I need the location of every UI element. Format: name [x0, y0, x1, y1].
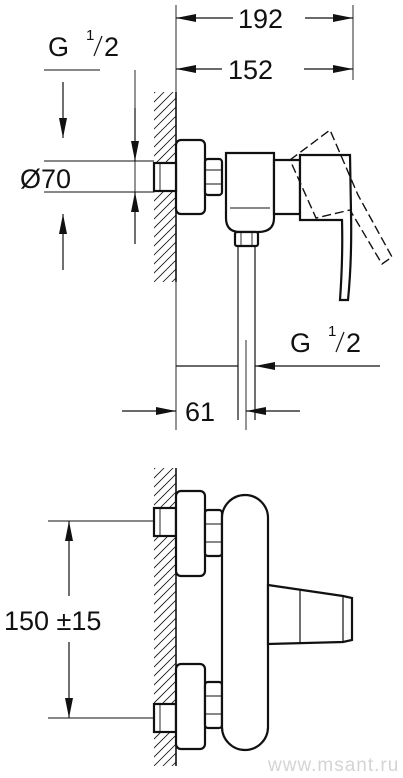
- nut-upper: [203, 508, 224, 558]
- hatch-line: [154, 635, 176, 659]
- rosette-upper: [174, 489, 207, 578]
- hatch-line: [154, 92, 174, 112]
- hatch-line: [154, 223, 176, 247]
- dim-wall-to-outlet: 61: [185, 397, 215, 427]
- hatch-line: [154, 97, 176, 121]
- svg-text:2: 2: [346, 328, 361, 358]
- hatch-line: [154, 662, 176, 686]
- eccentric-inlet-top-view: [152, 161, 178, 193]
- dim-center-distance: 150 ±15: [4, 606, 101, 636]
- hatch-line: [154, 115, 176, 139]
- hatch-line: [154, 554, 176, 578]
- hatch-line: [154, 581, 176, 605]
- hatch-line: [150, 296, 176, 322]
- mixer-body-front: [220, 493, 270, 752]
- dim-connection-outlet: G 1 2: [290, 323, 361, 358]
- hatch-line: [154, 572, 176, 596]
- hatch-line: [154, 545, 176, 569]
- svg-text:1: 1: [86, 27, 94, 44]
- lever-top-view: [298, 153, 353, 302]
- mixer-body-top-view: [224, 151, 276, 234]
- eccentric-inlet-upper: [152, 506, 178, 538]
- hatch-line: [154, 563, 176, 587]
- hatch-line: [154, 536, 176, 560]
- dim-body-depth: 152: [228, 55, 273, 85]
- hatch-line: [154, 653, 176, 677]
- hatch-line: [154, 106, 176, 130]
- cartridge-top-view: [272, 158, 302, 216]
- svg-text:2: 2: [104, 32, 119, 62]
- hatch-line: [154, 205, 176, 229]
- hatch-line: [154, 241, 176, 265]
- hatch-line: [154, 680, 176, 704]
- hatch-line: [154, 250, 176, 274]
- hatch-line: [154, 671, 176, 695]
- svg-text:G: G: [48, 32, 69, 62]
- hatch-line: [154, 468, 165, 479]
- hatch-line: [154, 468, 156, 470]
- hatch-line: [154, 468, 174, 488]
- nut-lower: [203, 680, 224, 730]
- hatch-line: [154, 196, 176, 220]
- dim-connection-top: G 1 2: [48, 27, 119, 62]
- dim-eccentric-diameter: Ø70: [20, 164, 71, 194]
- hatch-line: [154, 214, 176, 238]
- hatch-line: [154, 259, 176, 282]
- hatch-line: [154, 617, 176, 641]
- hatch-line: [162, 752, 176, 766]
- front-view: 150 ±15: [4, 438, 354, 778]
- outlet-connector: [233, 230, 260, 420]
- hatch-line: [150, 62, 176, 88]
- hatch-line: [154, 644, 176, 668]
- rosette-top-view: [174, 138, 207, 216]
- hatch-line: [154, 734, 176, 758]
- hatch-line: [150, 287, 176, 313]
- dim-overall-depth: 192: [238, 4, 283, 34]
- hatch-line: [150, 305, 176, 331]
- eccentric-inlet-lower: [152, 702, 178, 734]
- watermark: www.msant.ru: [267, 755, 399, 776]
- nut-top-view: [203, 157, 224, 197]
- hatch-line: [154, 92, 165, 103]
- hatch-line: [154, 590, 176, 614]
- hatch-line: [154, 232, 176, 256]
- rosette-lower: [174, 662, 207, 751]
- hatch-line: [150, 438, 176, 464]
- lever-front-view: [266, 583, 354, 646]
- hatch-line: [154, 187, 176, 211]
- hatch-line: [154, 92, 156, 94]
- side-view: 192 152 G 1 2 Ø70: [20, 4, 393, 430]
- wall-hatch-top: [150, 62, 177, 331]
- hatch-line: [154, 482, 176, 506]
- hatch-line: [162, 268, 176, 282]
- lever-open-position: [289, 128, 393, 266]
- hatch-line: [150, 771, 176, 778]
- hatch-line: [154, 133, 176, 157]
- hatch-line: [154, 599, 176, 623]
- hatch-line: [154, 473, 176, 497]
- hatch-line: [171, 761, 176, 766]
- svg-text:1: 1: [328, 323, 336, 340]
- hatch-line: [154, 626, 176, 650]
- hatch-line: [154, 743, 176, 766]
- hatch-line: [154, 608, 176, 632]
- hatch-line: [154, 124, 176, 148]
- svg-text:G: G: [290, 328, 311, 358]
